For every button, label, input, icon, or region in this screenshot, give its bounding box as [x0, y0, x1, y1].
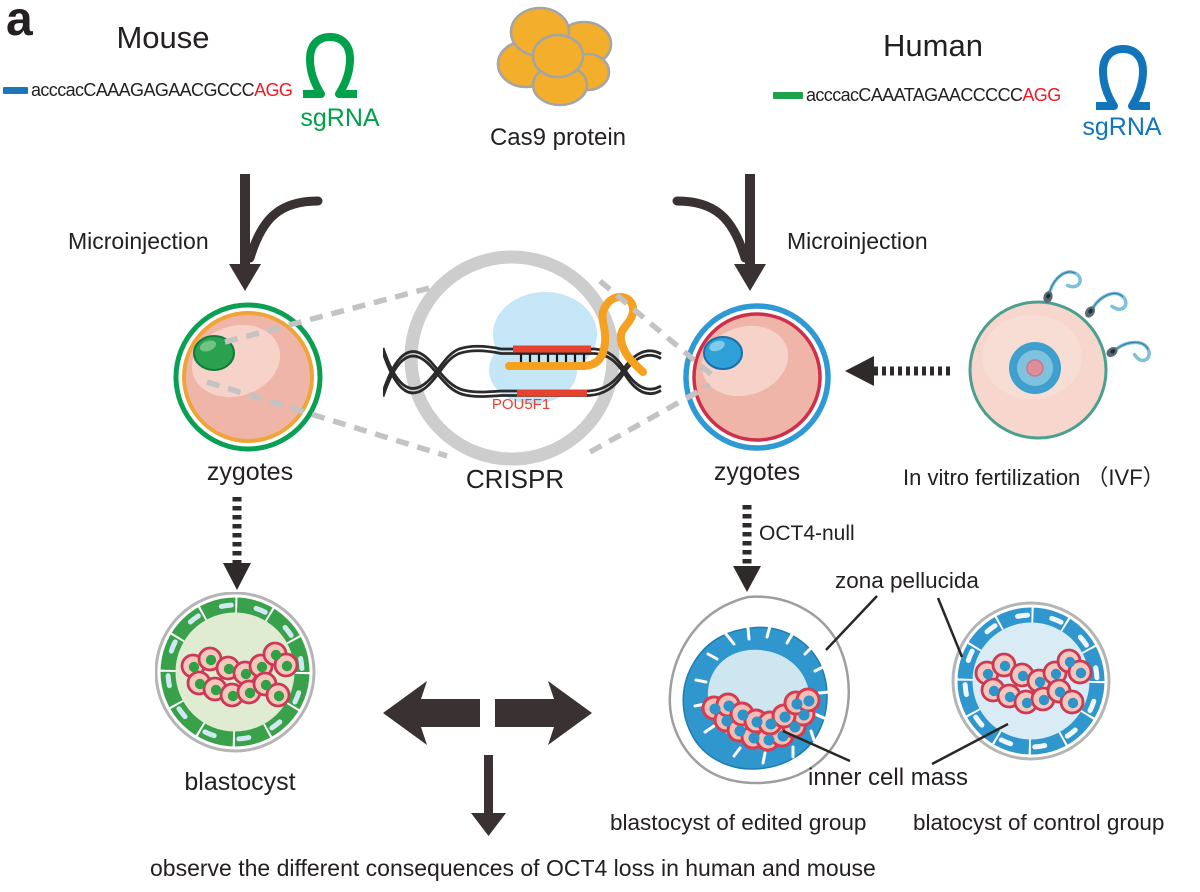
mouse-sgrna-hairpin-icon	[303, 33, 357, 98]
observe-down-arrow	[471, 755, 506, 836]
human-sequence-lead-bar	[773, 92, 803, 99]
cas9-label: Cas9 protein	[489, 124, 627, 151]
human-sequence-text: acccacCAAATAGAACCCCC	[806, 85, 1023, 105]
control-blastocyst-icon	[951, 601, 1111, 761]
edited-group-label: blastocyst of edited group	[610, 810, 867, 835]
sperm-icon	[1102, 328, 1155, 379]
human-zygote-icon	[683, 303, 831, 451]
mouse-sequence-pam: AGG	[254, 80, 293, 100]
microinjection-mouse-label: Microinjection	[68, 228, 209, 254]
mouse-zygote-icon	[173, 302, 323, 452]
crispr-label: CRISPR	[465, 464, 565, 494]
base-pair-ticks	[519, 354, 586, 362]
trophectoderm-flecks	[693, 624, 831, 765]
human-development-arrow	[733, 505, 761, 592]
edited-blastocyst-icon	[668, 595, 850, 785]
inner-cell-mass-cells	[974, 648, 1093, 715]
mouse-zygote-label: zygotes	[206, 458, 294, 486]
panel-label: a	[6, 0, 33, 46]
mouse-blastocyst-icon	[155, 592, 316, 753]
human-sequence-pam: AGG	[1022, 85, 1061, 105]
comparison-arrows	[383, 681, 592, 745]
mouse-title: Mouse	[116, 20, 210, 55]
mouse-development-arrow	[223, 497, 251, 590]
pou5f1-label: POU5F1	[491, 396, 551, 413]
human-zygote-label: zygotes	[713, 458, 801, 486]
mouse-sequence-lead-bar	[3, 87, 28, 94]
crispr-complex-icon	[383, 250, 662, 466]
ivf-egg-icon	[968, 264, 1155, 440]
conclusion-text: observe the different consequences of OC…	[150, 855, 876, 881]
human-sgrna-label: sgRNA	[1082, 113, 1162, 141]
ivf-arrow	[845, 356, 950, 386]
mouse-blastocyst-label: blastocyst	[184, 768, 296, 796]
oct4-null-label: OCT4-null	[759, 522, 855, 545]
inner-cell-mass-cells	[701, 687, 821, 752]
control-group-label: blatocyst of control group	[913, 810, 1165, 835]
mouse-pronucleus	[193, 335, 235, 371]
cas9-protein-icon	[496, 6, 613, 107]
microinjection-arrow-human	[672, 174, 766, 291]
inner-cell-mass-label: inner cell mass	[808, 764, 969, 791]
human-title: Human	[883, 28, 983, 63]
inner-cell-mass-cells	[180, 641, 299, 708]
microinjection-human-label: Microinjection	[787, 228, 928, 254]
mouse-sgrna-label: sgRNA	[300, 104, 380, 132]
zona-pellucida-label: zona pellucida	[835, 568, 979, 593]
ivf-label: In vitro fertilization （IVF）	[903, 465, 1165, 490]
microinjection-arrow-mouse	[229, 174, 323, 291]
mouse-sequence-text: acccacCAAAGAGAACGCCC	[31, 80, 255, 100]
human-sgrna-hairpin-icon	[1096, 45, 1150, 110]
